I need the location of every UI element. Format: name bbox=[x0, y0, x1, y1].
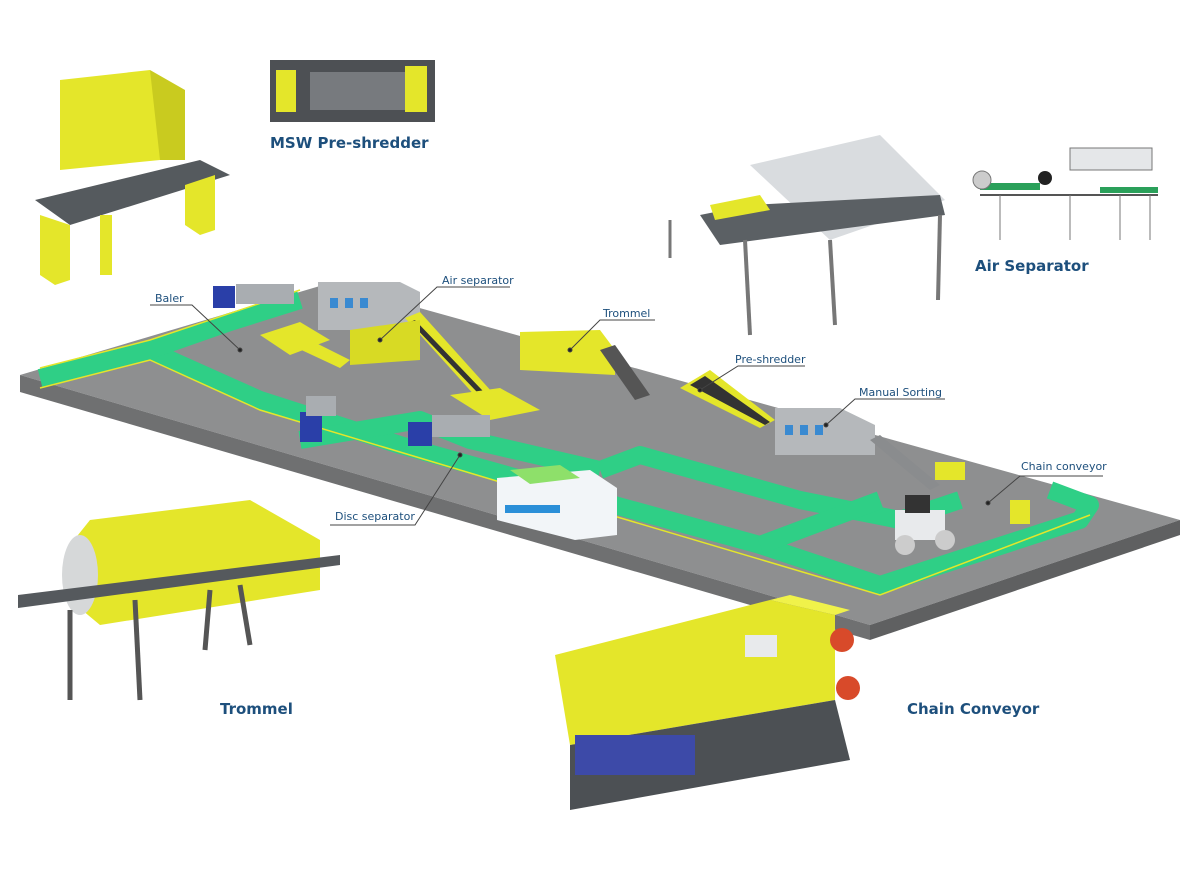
air-separator-title-label: Air Separator bbox=[975, 257, 1089, 275]
msw-pre-shredder-label: MSW Pre-shredder bbox=[270, 134, 429, 152]
chain-conveyor-title-label: Chain Conveyor bbox=[907, 700, 1040, 718]
air-separator-callout: Air separator bbox=[442, 274, 514, 287]
msw-pre-shredder-model bbox=[35, 70, 230, 285]
plant-buildings bbox=[318, 282, 875, 540]
plant-floor bbox=[20, 283, 1180, 640]
air-separator-model bbox=[668, 135, 945, 336]
trommel-callout: Trommel bbox=[603, 307, 651, 320]
yellow-lines bbox=[39, 289, 1091, 596]
wheel-loader bbox=[895, 495, 955, 555]
air-separator-schematic bbox=[972, 147, 1158, 240]
trommel-model bbox=[18, 500, 340, 701]
baler-callout: Baler bbox=[155, 292, 184, 305]
chain-conveyor-model bbox=[555, 595, 860, 810]
manual-sorting-callout: Manual Sorting bbox=[859, 386, 943, 399]
chain-conveyor-callout: Chain conveyor bbox=[1021, 460, 1107, 473]
disc-separator-callout: Disc separator bbox=[335, 510, 415, 523]
trucks bbox=[213, 284, 490, 446]
pre-shredder-top-view bbox=[270, 60, 435, 122]
callout-leader-lines bbox=[150, 286, 1103, 526]
conveyors-and-machines bbox=[260, 312, 1030, 524]
pre-shredder-callout: Pre-shredder bbox=[735, 353, 806, 366]
trommel-title-label: Trommel bbox=[220, 700, 293, 718]
